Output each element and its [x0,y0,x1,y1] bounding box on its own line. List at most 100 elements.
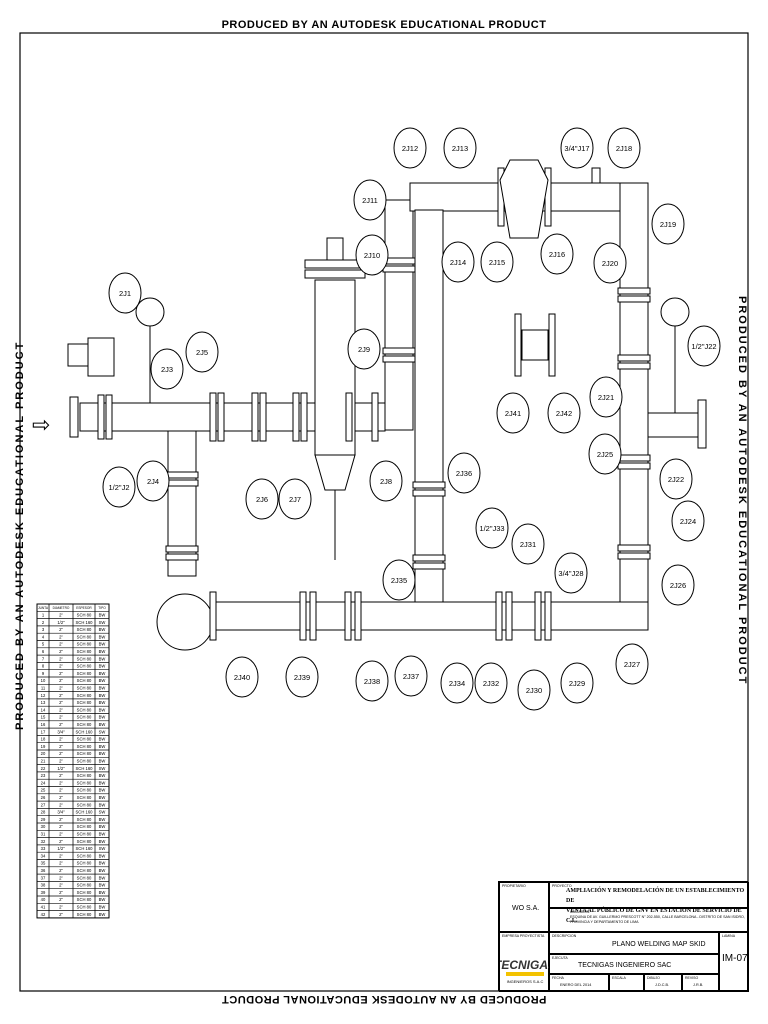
joint-table-cell: 2" [59,883,63,888]
pipe-bottom-run [209,601,649,631]
address-cell: UBICACION ESQUINA DE AV. GUILLERMO PRESC… [549,908,749,932]
joint-label: 3/4"J28 [558,569,583,578]
joint-table-cell: BW [99,802,106,807]
joint-bubble: 2J10 [355,234,389,276]
checked-cell: REVISO J.R.B. [682,974,719,992]
joint-table-cell: SCH 80 [77,868,92,873]
joint-table-cell: 2" [59,890,63,895]
joint-label: 2J41 [505,409,521,418]
joint-table-cell: 13 [41,700,46,705]
joint-label: 2J35 [391,576,407,585]
joint-table-cell: 20 [41,751,46,756]
joint-table-cell: 2" [59,759,63,764]
joint-table-cell: BW [99,627,106,632]
joint-table-cell: SW [99,810,106,815]
joint-table-cell: SCH 80 [77,780,92,785]
joint-table-cell: 34 [41,853,46,858]
joint-table-cell: 17 [41,729,46,734]
joint-table-cell: SCH 80 [77,634,92,639]
joint-table-cell: 2" [59,693,63,698]
joint-bubble: 2J30 [517,669,551,711]
joint-label: 2J26 [670,581,686,590]
plan-cell: DESCRIPCION PLANO WELDING MAP SKID [549,932,719,954]
joint-bubble: 2J29 [560,662,594,704]
joint-label: 2J22 [668,475,684,484]
joint-table-cell: 2" [59,795,63,800]
joint-table-cell: 4 [42,634,45,639]
joint-table-cell: 12 [41,693,46,698]
company-cell: EMPRESA PROYECTISTA TECNIGAS INGENIEROS … [499,932,550,992]
joint-table-cell: SCH 80 [77,890,92,895]
joint-bubble: 2J41 [496,392,530,434]
joint-table-cell: BW [99,664,106,669]
joint-table-cell: 5 [42,642,45,647]
joint-table-cell: BW [99,817,106,822]
pipe-riser-left [384,199,414,431]
drawn-label: DIBUJO [647,976,660,980]
project-label: PROYECTO [552,884,572,888]
joint-table-cell: BW [99,890,106,895]
joint-table-cell: BW [99,773,106,778]
joint-label: 2J27 [624,660,640,669]
joint-table-cell: 2" [59,722,63,727]
joint-table-cell: 39 [41,890,46,895]
plan-label: DESCRIPCION [552,934,577,938]
joint-table-cell: 36 [41,868,46,873]
joint-table-cell: BW [99,795,106,800]
joint-bubble: 2J20 [593,242,627,284]
joint-label: 2J14 [450,258,466,267]
joint-table-cell: SCH 80 [77,875,92,880]
joint-label: 2J7 [289,495,301,504]
joint-table-cell: 18 [41,737,46,742]
spool-j41-j42 [521,329,549,361]
joint-table-cell: BW [99,678,106,683]
joint-table-cell: 25 [41,788,46,793]
joint-label: 2J37 [403,672,419,681]
joint-table-cell: SCH 80 [77,707,92,712]
joint-bubble: 2J24 [671,500,705,542]
joint-table-cell: SCH 80 [77,817,92,822]
joint-label: 2J42 [556,409,572,418]
joint-table-cell: 2" [59,707,63,712]
joint-table-cell: BW [99,642,106,647]
company-label: EMPRESA PROYECTISTA [502,934,545,938]
joint-label: 2J29 [569,679,585,688]
joint-bubble: 2J36 [447,452,481,494]
joint-table-cell: 2" [59,824,63,829]
joint-table-cell: 16 [41,722,46,727]
joint-table-cell: SCH 80 [77,613,92,618]
joint-table-cell: 2" [59,817,63,822]
joint-table-cell: 8 [42,664,45,669]
joint-bubble: 2J27 [615,643,649,685]
joint-table-cell: 2" [59,861,63,866]
joint-table-cell: 2" [59,868,63,873]
joint-bubble: 2J39 [285,656,319,698]
joint-table-cell: 3 [42,627,45,632]
joint-table-cell: 2" [59,853,63,858]
joint-bubble: 2J4 [136,460,170,502]
sheet-label: LAMINA [722,934,736,938]
joint-table-cell: 31 [41,832,46,837]
joint-bubble: 2J5 [185,331,219,373]
joint-table-cell: 7 [42,656,45,661]
joint-table-header: ESPESOR [76,606,92,610]
joint-table-cell: 21 [41,759,46,764]
joint-table-cell: 15 [41,715,46,720]
joint-table-cell: 2" [59,686,63,691]
joint-label: 2J13 [452,144,468,153]
date-label: FECHA [552,976,564,980]
joint-table-cell: BW [99,839,106,844]
scale-cell: ESCALA [609,974,644,992]
joint-label: 3/4"J17 [564,144,589,153]
joint-table-cell: BW [99,722,106,727]
joint-table-cell: SW [99,846,106,851]
joint-table-cell: 24 [41,780,46,785]
joint-bubble: 2J32 [474,662,508,704]
joint-table-cell: 2" [59,780,63,785]
contractor-label: EJECUTA [552,956,568,960]
joint-label: 2J20 [602,259,618,268]
joint-bubble: 2J9 [347,328,381,370]
joint-table-cell: 2" [59,839,63,844]
contractor-name: TECNIGAS INGENIERO SAC [578,962,672,969]
joint-table-cell: SCH 80 [77,795,92,800]
